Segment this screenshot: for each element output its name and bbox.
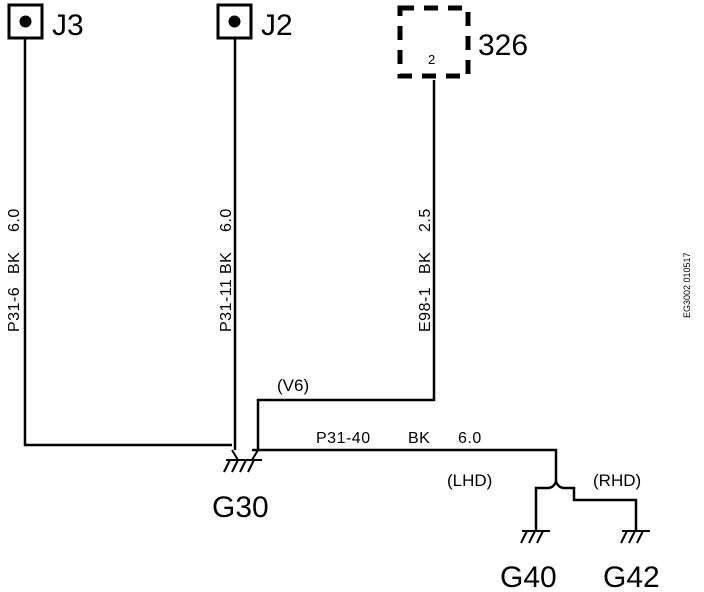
wire-j2-circuit: P31-11 <box>218 279 235 332</box>
wire-j3-size: 6.0 <box>6 208 23 232</box>
connector-j3: J3 <box>7 3 84 42</box>
wire-g30-out-label: P31-40 BK 6.0 <box>316 430 482 447</box>
wire-j2-size: 6.0 <box>218 208 235 232</box>
connector-j2: J2 <box>216 3 293 42</box>
connector-j2-label: J2 <box>261 9 293 42</box>
note-v6: (V6) <box>277 376 309 395</box>
wire-j2-label: P31-11 BK 6.0 <box>218 208 235 332</box>
wire-rhd-branch <box>554 481 638 530</box>
wire-g30-out-circuit: P31-40 <box>316 430 371 447</box>
figure-id-text: EG3002 010517 <box>682 252 692 318</box>
note-lhd: (LHD) <box>447 471 492 490</box>
ground-g30-label: G30 <box>212 491 269 524</box>
ground-g42-symbol <box>620 530 650 544</box>
connector-326-label: 326 <box>478 29 528 62</box>
wire-326-color: BK <box>417 252 434 274</box>
wire-g30-out <box>252 448 558 482</box>
ground-g40-symbol <box>520 530 550 544</box>
wire-326-label: E98-1 BK 2.5 <box>417 208 434 332</box>
wire-g30-out-size: 6.0 <box>458 430 482 447</box>
wire-j3-color: BK <box>6 252 23 274</box>
wire-j3 <box>23 38 232 447</box>
wire-326-circuit: E98-1 <box>417 287 434 332</box>
ground-g42-label: G42 <box>603 561 660 592</box>
wire-j2-color: BK <box>218 252 235 274</box>
wire-lhd-branch <box>534 481 558 530</box>
wire-j3-circuit: P31-6 <box>6 287 23 332</box>
connector-326-pin: 2 <box>428 52 435 67</box>
wire-326-size: 2.5 <box>417 208 434 232</box>
connector-326: 2 326 <box>397 5 528 79</box>
connector-j3-label: J3 <box>52 9 84 42</box>
wire-j3-label: P31-6 BK 6.0 <box>6 208 23 332</box>
wire-g30-out-color: BK <box>408 430 430 447</box>
figure-id: EG3002 010517 <box>682 252 692 318</box>
wire-326 <box>256 80 436 450</box>
ground-g30-symbol <box>223 449 262 473</box>
note-rhd: (RHD) <box>593 471 641 490</box>
ground-g40-label: G40 <box>500 561 557 592</box>
